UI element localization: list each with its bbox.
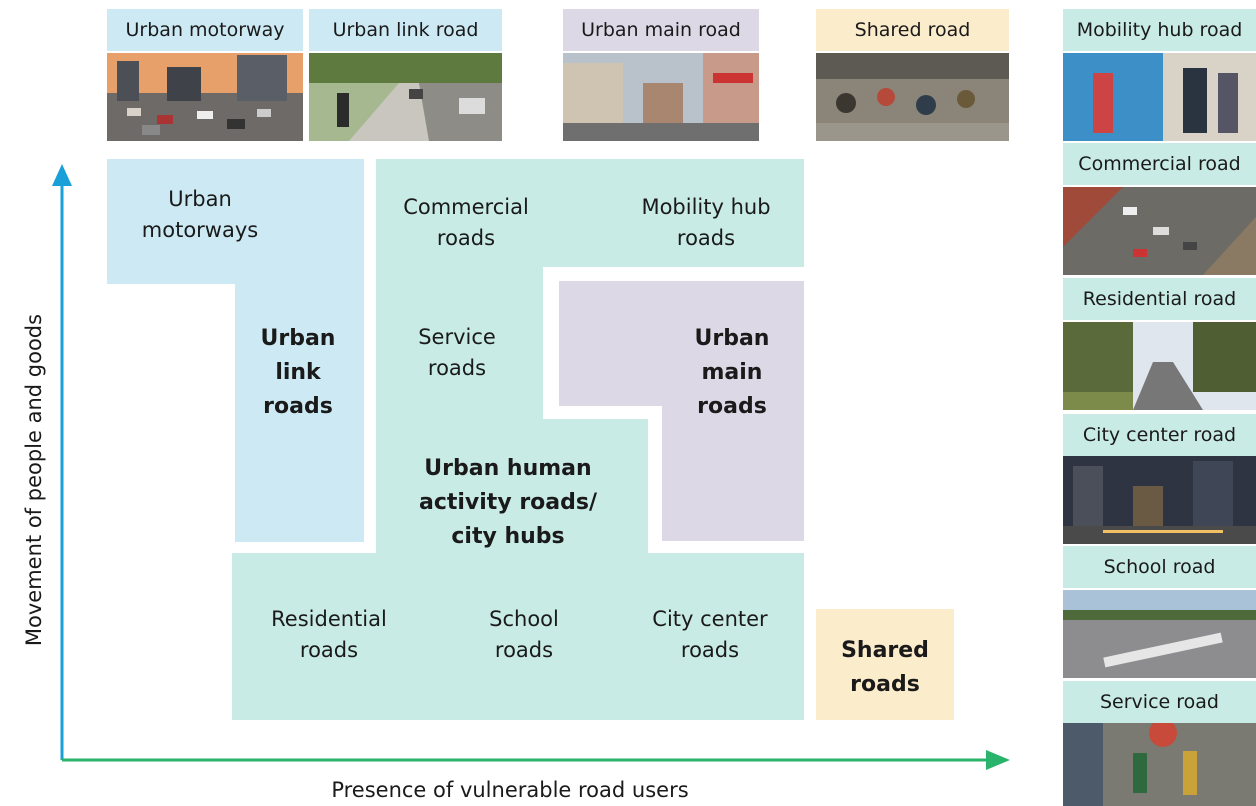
x-axis-label: Presence of vulnerable road users: [331, 778, 689, 802]
photo-mobility-hub-road: [1063, 53, 1256, 141]
text-urban-motorways: Urban motorways: [141, 187, 259, 242]
photo-city-center-road: [1063, 456, 1256, 544]
photo-shared-road: [816, 53, 1009, 141]
region-urban-link-roads: [107, 159, 364, 542]
photo-service-road: [1063, 723, 1256, 806]
label-urban-main-road: Urban main road: [563, 9, 759, 51]
photo-residential-road: [1063, 322, 1256, 410]
photo-commercial-road: [1063, 187, 1256, 275]
text-urban-main-roads: Urban main roads: [694, 326, 770, 419]
label-mobility-hub-road: Mobility hub road: [1063, 9, 1256, 51]
label-school-road: School road: [1063, 546, 1256, 588]
text-city-center-roads: City center roads: [652, 607, 768, 662]
text-urban-link-roads: Urban link roads: [260, 326, 336, 419]
y-axis-arrow: [52, 164, 72, 186]
label-urban-motorway: Urban motorway: [107, 9, 303, 51]
region-shared-roads: [816, 609, 954, 720]
label-residential-road: Residential road: [1063, 278, 1256, 320]
label-city-center-road: City center road: [1063, 414, 1256, 456]
photo-urban-main-road: [563, 53, 759, 141]
text-residential-roads: Residential roads: [271, 607, 387, 662]
photo-urban-link-road: [309, 53, 502, 141]
x-axis-arrow: [986, 750, 1010, 770]
photo-urban-motorway: [107, 53, 303, 141]
text-urban-human-activity: Urban human activity roads/ city hubs: [418, 456, 598, 549]
region-urban-main-roads: [559, 281, 804, 541]
text-shared-roads: Shared roads: [841, 638, 929, 697]
label-service-road: Service road: [1063, 681, 1256, 723]
text-commercial-roads: Commercial roads: [403, 195, 529, 250]
label-shared-road: Shared road: [816, 9, 1009, 51]
photo-school-road: [1063, 590, 1256, 678]
region-urban-human-activity: [232, 159, 804, 720]
text-mobility-hub-roads: Mobility hub roads: [641, 195, 771, 250]
text-school-roads: School roads: [489, 607, 559, 662]
axes: [52, 164, 1010, 770]
label-commercial-road: Commercial road: [1063, 143, 1256, 185]
diagram-regions: [107, 159, 954, 720]
text-service-roads: Service roads: [418, 325, 496, 380]
label-urban-link-road: Urban link road: [309, 9, 502, 51]
